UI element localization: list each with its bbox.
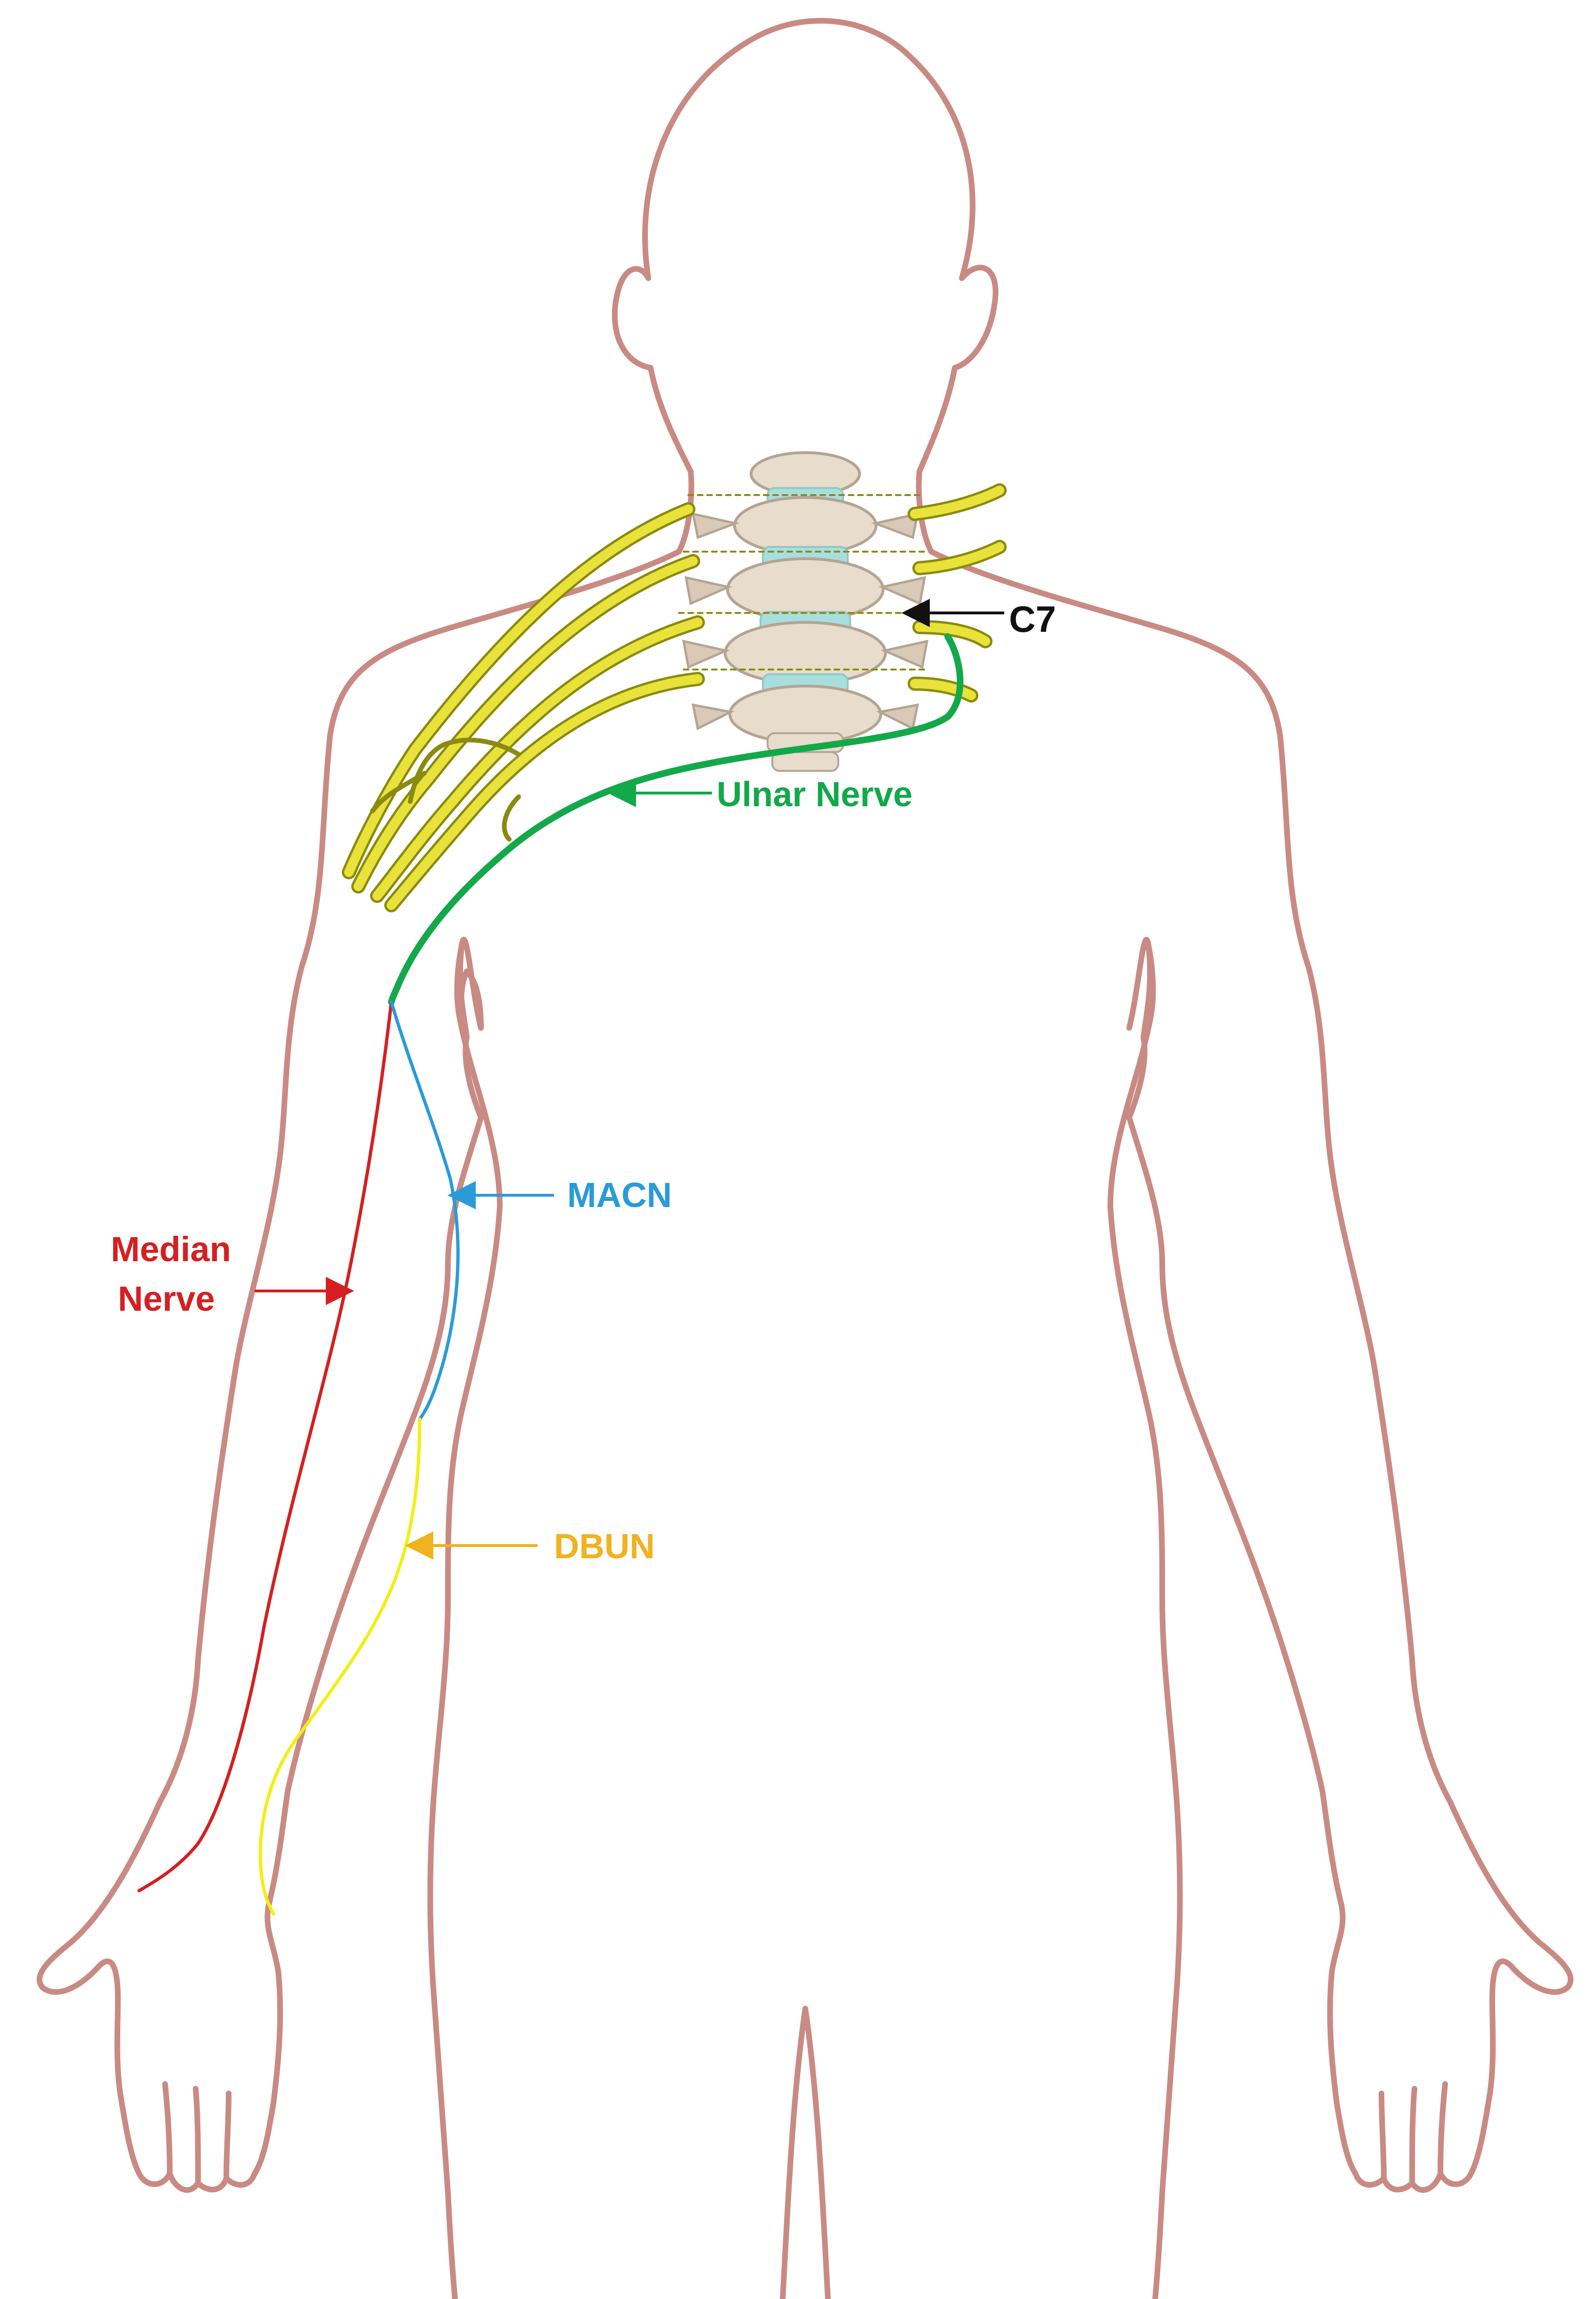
macn-label: MACN — [567, 1175, 672, 1215]
c7-label: C7 — [1009, 598, 1056, 640]
ulnar-nerve-path — [388, 633, 964, 1005]
legs-gap-outline — [780, 2006, 831, 2299]
left-armpit-outline — [458, 968, 484, 1031]
macn-path — [389, 1000, 460, 1421]
dbun-label: DBUN — [554, 1527, 655, 1566]
left-torso-side-outline — [427, 940, 503, 2299]
left-torso-outline — [36, 469, 695, 2193]
median-nerve-path — [137, 1000, 393, 1893]
body-outline — [36, 18, 1574, 2299]
median-label-line1: Median — [111, 1230, 231, 1269]
cervical-spine — [682, 451, 929, 772]
left-fingers-outline — [162, 2081, 232, 2186]
right-inner-arm-outline — [1126, 936, 1325, 1795]
head-outline — [612, 18, 999, 474]
annotation-arrows — [255, 599, 1004, 1560]
median-label-line2: Nerve — [118, 1279, 215, 1318]
ulnar-nerve-label: Ulnar Nerve — [717, 775, 912, 814]
nerve-paths — [137, 633, 964, 1916]
dbun-path — [258, 1417, 422, 1916]
labels: C7 Ulnar Nerve MACN Median Nerve DBUN — [111, 598, 1056, 1566]
right-fingers-outline — [1379, 2081, 1448, 2186]
brachial-plexus — [342, 483, 1007, 912]
right-torso-outline — [916, 469, 1574, 2193]
vertebrae — [682, 451, 929, 772]
right-torso-side-outline — [1108, 940, 1183, 2299]
